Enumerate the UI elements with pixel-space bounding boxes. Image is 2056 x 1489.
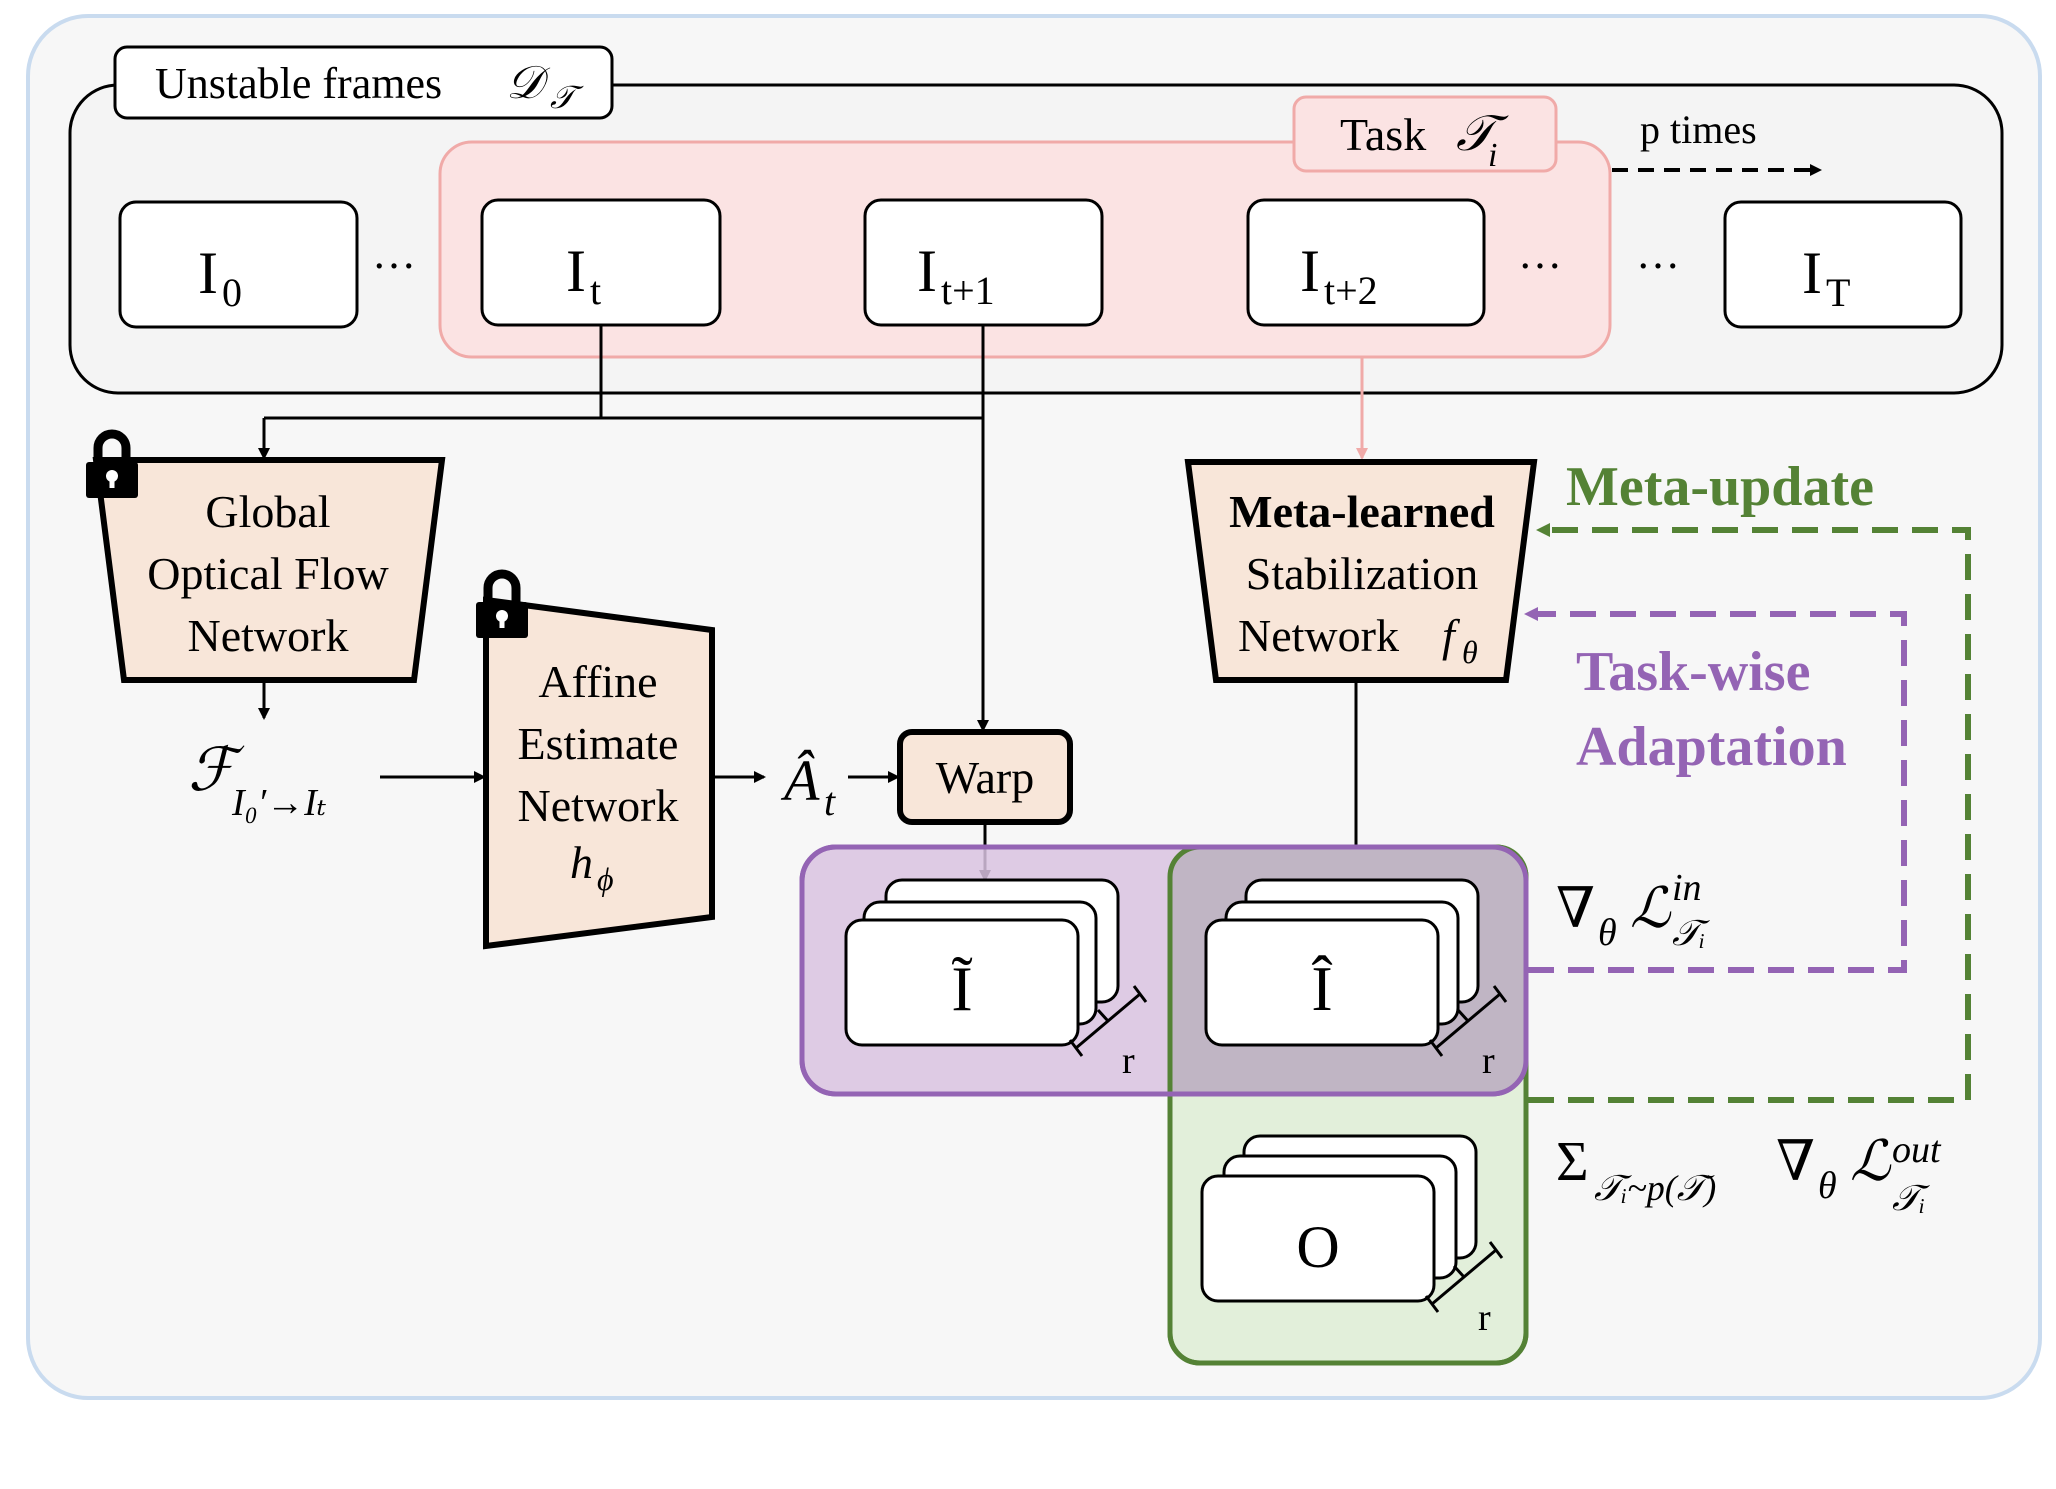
outer-nabla: ∇	[1776, 1131, 1815, 1193]
outer-sub: 𝒯ᵢ	[1892, 1178, 1930, 1218]
affine-line-1: Affine	[538, 656, 657, 707]
optical-flow-line-3: Network	[188, 610, 349, 661]
outer-loss-label: Σ 𝒯ᵢ~p(𝒯) ∇ θ ℒ out 𝒯ᵢ	[1556, 1129, 1942, 1218]
frame-box-i0: I 0	[118, 200, 359, 329]
frame-label-sub: 0	[222, 270, 242, 315]
task-wise-label-1: Task-wise	[1576, 641, 1810, 703]
affine-out-label: Â t	[780, 748, 836, 824]
frame-label: I	[917, 238, 937, 304]
inner-nabla: ∇	[1556, 878, 1595, 940]
frame-box-it2: I t+2	[1246, 198, 1486, 327]
stack-stabilized-label: Î	[1311, 953, 1332, 1024]
frame-box-iT: I T	[1723, 200, 1963, 329]
meta-update-label: Meta-update	[1566, 456, 1874, 518]
frame-label-sub: T	[1826, 270, 1850, 315]
task-symbol-sub: i	[1488, 137, 1497, 174]
meta-update-loop	[1528, 523, 1971, 1103]
optical-flow-line-1: Global	[205, 486, 330, 537]
meta-learned-line-3: Network	[1238, 610, 1399, 661]
stack-warped-r: r	[1122, 1040, 1135, 1082]
task-title: Task 𝒯 i	[1292, 95, 1558, 174]
ellipsis-2: …	[1518, 229, 1562, 278]
affine-line-3: Network	[518, 780, 679, 831]
affine-out-symbol-sub: t	[824, 779, 836, 824]
outer-theta: θ	[1818, 1165, 1837, 1207]
ellipsis-3: …	[1636, 229, 1680, 278]
meta-symbol-sub: θ	[1462, 634, 1478, 670]
stack-warped-label: Ĩ	[951, 953, 972, 1024]
flow-connectors	[258, 325, 989, 732]
optical-flow-line-2: Optical Flow	[147, 548, 389, 599]
inner-sub: 𝒯ᵢ	[1672, 913, 1710, 953]
outer-sigma: Σ	[1556, 1131, 1589, 1193]
meta-learned-line-2: Stabilization	[1246, 548, 1479, 599]
task-label: Task	[1340, 109, 1426, 160]
frame-label-sub: t+1	[941, 268, 995, 313]
frame-box-it1: I t+1	[863, 198, 1104, 327]
outer-sigma-sub: 𝒯ᵢ~p(𝒯)	[1594, 1168, 1716, 1208]
affine-line-2: Estimate	[518, 718, 679, 769]
affine-symbol-sub: ϕ	[597, 861, 614, 897]
outer-L: ℒ	[1850, 1131, 1892, 1193]
stack-stabilized-r: r	[1482, 1040, 1495, 1082]
affine-out-symbol: Â	[780, 748, 820, 813]
stack-output-label: O	[1296, 1214, 1339, 1280]
unstable-frames-title: Unstable frames 𝒟 𝒯	[113, 45, 614, 120]
flow-symbol-sub: I₀′→Iₜ	[231, 782, 327, 824]
meta-learned-line-1: Meta-learned	[1229, 486, 1495, 537]
inner-sup: in	[1672, 867, 1702, 909]
inner-L: ℒ	[1630, 878, 1672, 940]
affine-symbol: h	[570, 837, 593, 888]
p-times-label: p times	[1640, 107, 1757, 152]
frame-label: I	[566, 238, 586, 304]
task-wise-loop	[1524, 607, 1907, 973]
inner-theta: θ	[1598, 912, 1617, 954]
stack-output: O r	[1200, 1134, 1504, 1339]
stack-warped: Ĩ r	[844, 878, 1148, 1082]
frame-label: I	[1802, 240, 1822, 306]
frame-label-sub: t+2	[1324, 268, 1378, 313]
inner-loss-label: ∇ θ ℒ in 𝒯ᵢ	[1556, 867, 1710, 954]
task-wise-label-2: Adaptation	[1576, 716, 1847, 778]
optical-flow-network: Global Optical Flow Network	[92, 457, 446, 683]
ellipsis-1: …	[372, 229, 416, 278]
meta-learned-network: Meta-learned Stabilization Network f θ	[1184, 459, 1538, 683]
frame-box-it: I t	[480, 198, 722, 327]
warp-label: Warp	[936, 752, 1034, 803]
frame-label-sub: t	[590, 268, 601, 313]
affine-network: Affine Estimate Network h ϕ	[483, 596, 715, 950]
outer-sup: out	[1892, 1129, 1942, 1171]
stack-stabilized: Î r	[1204, 878, 1508, 1082]
warp-box: Warp	[897, 729, 1073, 825]
frame-label: I	[1300, 238, 1320, 304]
stack-output-r: r	[1478, 1297, 1491, 1339]
frame-label: I	[198, 240, 218, 306]
unstable-frames-label: Unstable frames	[155, 59, 442, 108]
